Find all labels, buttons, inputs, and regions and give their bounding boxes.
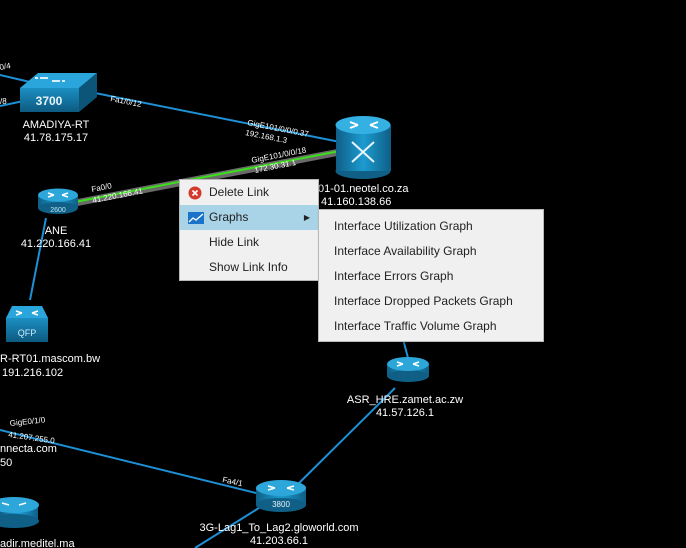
menu-item-graphs[interactable]: Graphs ▶ xyxy=(180,205,318,230)
link-label: Fa4/1 xyxy=(222,475,244,488)
device-mascom[interactable]: QFP xyxy=(6,306,48,342)
link-ane-neotel-selected[interactable] xyxy=(74,148,351,203)
device-name: adir.meditel.ma xyxy=(0,538,75,548)
menu-item-label: Graphs xyxy=(209,210,249,224)
link-nnecta-gloworld[interactable] xyxy=(0,429,261,495)
device-model-label: 3700 xyxy=(36,94,63,108)
router-icon xyxy=(387,357,429,371)
delete-icon xyxy=(188,186,202,200)
links-layer xyxy=(0,74,409,548)
device-name: ANE xyxy=(45,225,68,237)
link-labels: 0/4 /8 Fa1/0/12 GigE101/0/0/0.37 192.168… xyxy=(0,61,310,488)
device-name: 3G-Lag1_To_Lag2.gloworld.com xyxy=(200,522,359,534)
link-ane-mascom[interactable] xyxy=(29,217,47,301)
menu-item-delete-link[interactable]: Delete Link xyxy=(180,180,318,205)
link-context-menu: Delete Link Graphs ▶ Hide Link Show Link… xyxy=(179,179,319,281)
device-ip: 41.203.66.1 xyxy=(250,535,308,547)
link-zamet-gloworld[interactable] xyxy=(289,387,396,493)
link-label: 0/4 xyxy=(0,61,12,72)
device-ip: 41.160.138.66 xyxy=(321,196,391,208)
device-name: AMADIYA-RT xyxy=(23,119,90,131)
device-neotel[interactable] xyxy=(335,116,392,179)
device-name: ASR_HRE.zamet.ac.zw xyxy=(347,394,463,406)
device-ip: 191.216.102 xyxy=(2,367,63,379)
device-zamet[interactable] xyxy=(387,357,429,382)
link-label: /8 xyxy=(0,97,7,106)
menu-item-interface-utilization-graph[interactable]: Interface Utilization Graph xyxy=(334,219,473,233)
menu-item-interface-availability-graph[interactable]: Interface Availability Graph xyxy=(334,244,477,258)
link-label: Fa0/0 xyxy=(91,181,113,194)
device-name: 01-01.neotel.co.za xyxy=(318,183,409,195)
device-gloworld[interactable]: 3800 xyxy=(256,480,306,512)
graph-icon xyxy=(188,212,204,224)
menu-item-show-link-info[interactable]: Show Link Info xyxy=(180,255,318,280)
menu-item-hide-link[interactable]: Hide Link xyxy=(180,230,318,255)
device-ip: 41.220.166.41 xyxy=(21,238,91,250)
graphs-submenu: Interface Utilization Graph Interface Av… xyxy=(318,209,544,342)
link-label: Fa1/0/12 xyxy=(110,94,143,109)
device-model-label: 3800 xyxy=(272,500,290,509)
device-ip: 41.57.126.1 xyxy=(376,407,434,419)
device-amadiya-rt[interactable]: 3700 xyxy=(20,73,97,112)
router-icon xyxy=(256,480,306,496)
link-amadiya-left-top[interactable] xyxy=(0,74,31,83)
menu-item-interface-errors-graph[interactable]: Interface Errors Graph xyxy=(334,269,454,283)
menu-item-interface-traffic-volume-graph[interactable]: Interface Traffic Volume Graph xyxy=(334,319,497,333)
menu-item-label: Hide Link xyxy=(209,235,260,249)
device-ip: 50 xyxy=(0,457,12,469)
device-ane[interactable]: 2600 xyxy=(38,188,78,215)
submenu-arrow-icon: ▶ xyxy=(303,213,310,222)
link-amadiya-neotel[interactable] xyxy=(94,92,346,144)
menu-item-label: Show Link Info xyxy=(209,260,288,274)
menu-item-interface-dropped-packets-graph[interactable]: Interface Dropped Packets Graph xyxy=(334,294,513,308)
device-meditel[interactable] xyxy=(0,497,39,528)
link-label: GigE0/1/0 xyxy=(9,415,46,428)
menu-item-label: Delete Link xyxy=(209,185,270,199)
device-model-label: 2600 xyxy=(50,207,66,214)
device-ip: 41.78.175.17 xyxy=(24,132,88,144)
link-gloworld-down[interactable] xyxy=(194,505,263,548)
router-icon xyxy=(335,116,391,134)
device-name: nnecta.com xyxy=(0,443,57,455)
router-icon xyxy=(38,188,78,202)
device-model-label: QFP xyxy=(18,328,37,338)
device-name: R-RT01.mascom.bw xyxy=(0,353,100,365)
